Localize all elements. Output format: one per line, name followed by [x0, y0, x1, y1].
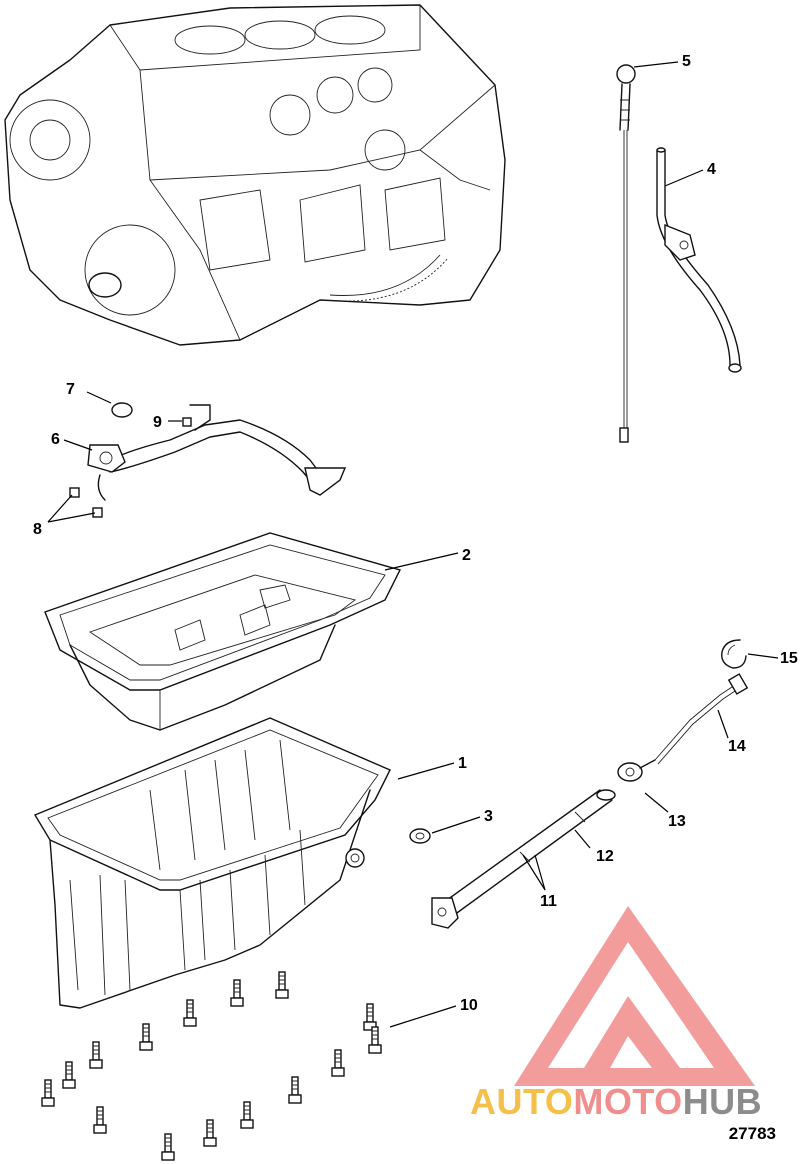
- pan-bolt[interactable]: [183, 999, 197, 1027]
- leader-lines: [47, 61, 779, 1028]
- callout-1: 1: [458, 755, 467, 772]
- callout-4: 4: [707, 161, 716, 178]
- pan-bolt[interactable]: [203, 1119, 217, 1147]
- pan-bolt[interactable]: [161, 1133, 175, 1161]
- lower-oil-pan[interactable]: [33, 717, 391, 1009]
- engine-block: [4, 4, 506, 346]
- pan-bolt[interactable]: [368, 1026, 382, 1054]
- watermark-auto: AUTO: [470, 1081, 574, 1122]
- dipstick-tube[interactable]: [656, 147, 742, 373]
- callout-11: 11: [540, 893, 557, 910]
- retaining-clip[interactable]: [721, 639, 747, 669]
- pan-bolt[interactable]: [240, 1101, 254, 1129]
- pan-bolt[interactable]: [93, 1106, 107, 1134]
- pan-bolt[interactable]: [41, 1079, 55, 1107]
- drain-plug-washer[interactable]: [409, 828, 431, 844]
- callout-5: 5: [682, 53, 691, 70]
- pickup-bolts[interactable]: [69, 487, 103, 518]
- watermark-hub: HUB: [682, 1081, 763, 1122]
- callout-8: 8: [33, 521, 42, 538]
- callout-labels: 1 2 3 4 5 6 7 8 9 10 11 12 13 14 15: [33, 53, 798, 1014]
- callout-10: 10: [460, 997, 478, 1014]
- watermark-moto: MOTO: [573, 1081, 683, 1122]
- pan-bolt[interactable]: [275, 971, 289, 999]
- callout-6: 6: [51, 431, 60, 448]
- automotohub-watermark: AUTOMOTOHUB: [470, 1081, 762, 1123]
- callout-13: 13: [668, 813, 686, 830]
- o-ring-seal[interactable]: [111, 402, 133, 418]
- automotohub-logo-icon: [514, 906, 755, 1086]
- oil-pan-bolts[interactable]: [41, 971, 382, 1161]
- oil-level-sensor-tube[interactable]: [431, 789, 616, 929]
- callout-7: 7: [66, 381, 75, 398]
- pan-bolt[interactable]: [288, 1076, 302, 1104]
- pickup-bolt[interactable]: [182, 417, 192, 427]
- upper-oil-pan[interactable]: [44, 532, 402, 731]
- pan-bolt[interactable]: [230, 979, 244, 1007]
- sensor-seal[interactable]: [617, 759, 656, 782]
- oil-pickup-tube[interactable]: [87, 404, 347, 501]
- pan-bolt[interactable]: [331, 1049, 345, 1077]
- pan-bolt[interactable]: [89, 1041, 103, 1069]
- callout-2: 2: [462, 547, 471, 564]
- pan-bolt[interactable]: [139, 1023, 153, 1051]
- diagram-reference-number: 27783: [728, 1124, 776, 1143]
- callout-12: 12: [596, 848, 614, 865]
- pan-bolt[interactable]: [62, 1061, 76, 1089]
- callout-14: 14: [728, 738, 746, 755]
- callout-3: 3: [484, 808, 493, 825]
- oil-level-sensor[interactable]: [654, 673, 749, 765]
- callout-9: 9: [153, 414, 162, 431]
- pan-bolt[interactable]: [363, 1003, 377, 1031]
- callout-15: 15: [780, 650, 798, 667]
- dipstick[interactable]: [616, 64, 636, 443]
